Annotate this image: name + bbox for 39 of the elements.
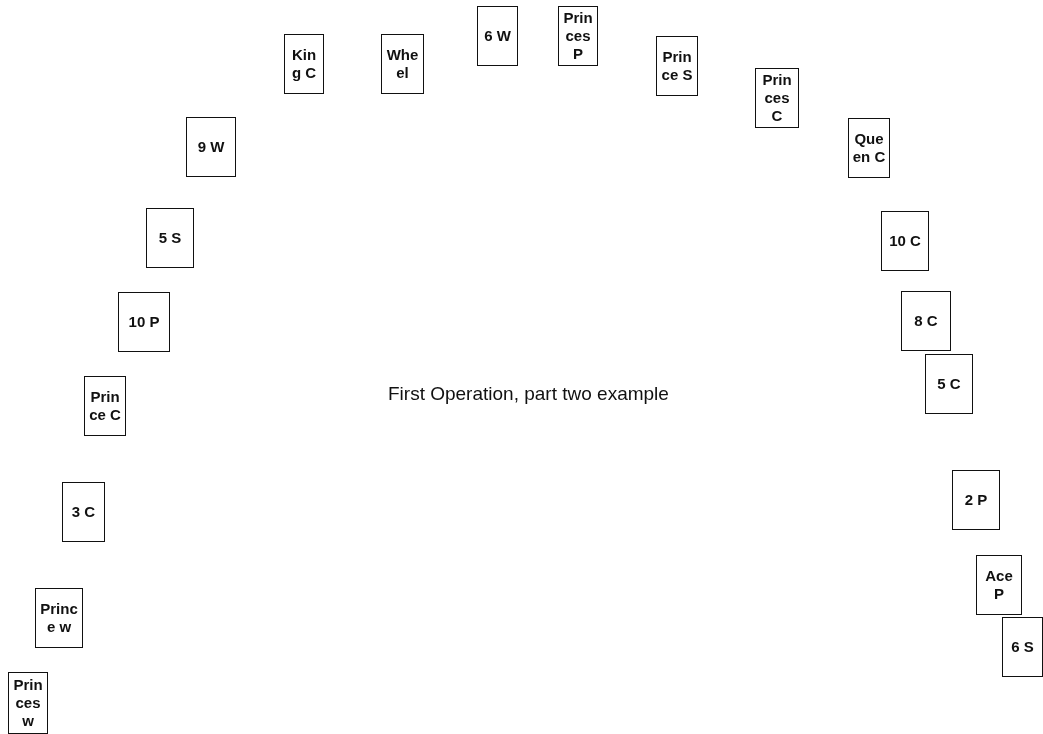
card-label: Prince S [660, 48, 694, 84]
card-label: 10 P [127, 313, 161, 331]
card-label: 5 C [936, 375, 962, 393]
card-label: King C [290, 46, 318, 82]
card-label: 2 P [963, 491, 989, 509]
card-label: 6 W [483, 27, 512, 45]
card-box [284, 34, 324, 94]
card-label: Queen C [852, 130, 886, 166]
card-label: Prince w [39, 600, 79, 636]
card-box [1002, 617, 1043, 677]
card-box [755, 68, 799, 128]
card-box [186, 117, 236, 177]
card-label: Princes w [12, 676, 44, 730]
card-box [62, 482, 105, 542]
card-box [881, 211, 929, 271]
card-label: 6 S [1010, 638, 1035, 656]
caption-text: First Operation, part two example [388, 383, 670, 405]
card-box [925, 354, 973, 414]
card-box [35, 588, 83, 648]
card-box [381, 34, 424, 94]
card-label: 8 C [913, 312, 939, 330]
card-label: 3 C [70, 503, 97, 521]
card-label: 9 W [196, 138, 226, 156]
card-box [952, 470, 1000, 530]
card-box [118, 292, 170, 352]
card-label: Ace P [984, 567, 1014, 603]
card-box [84, 376, 126, 436]
card-box [477, 6, 518, 66]
card-box [146, 208, 194, 268]
card-label: 5 S [157, 229, 183, 247]
card-box [656, 36, 698, 96]
card-box [901, 291, 951, 351]
card-label: 10 C [888, 232, 922, 250]
card-label: Princes C [761, 71, 793, 125]
card-box [976, 555, 1022, 615]
card-label: Wheel [385, 46, 420, 82]
card-label: Prince C [88, 388, 122, 424]
card-label: Princes P [562, 9, 594, 63]
card-box [848, 118, 890, 178]
